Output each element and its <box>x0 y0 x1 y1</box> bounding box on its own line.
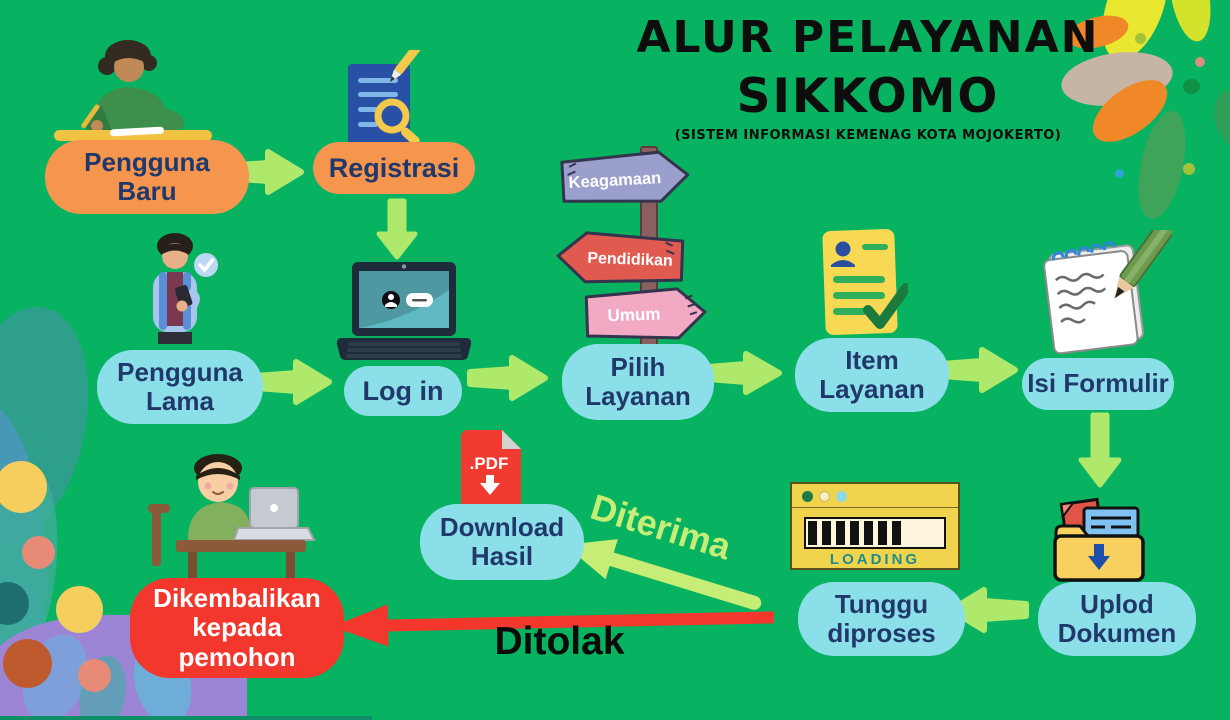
laptop-illustration <box>336 262 472 360</box>
node-uplod-dokumen-label: Uplod Dokumen <box>1057 588 1177 648</box>
registration-document-icon <box>348 50 422 146</box>
pdf-label: .PDF <box>470 454 509 473</box>
node-log-in-label: Log in <box>362 375 444 406</box>
node-pilih-layanan: Pilih Layanan <box>562 344 714 420</box>
bottom-left-decoration <box>0 290 260 720</box>
window-titlebar <box>792 484 958 508</box>
circle-salmon-2 <box>78 659 111 692</box>
sign-keagamaan-label: Keagamaan <box>568 169 661 192</box>
arrow-isi-formulir-to-uplod <box>1078 412 1122 488</box>
sign-pendidikan: Pendidikan <box>553 228 687 294</box>
node-dikembalikan: Dikembalikan kepada pemohon <box>130 578 344 678</box>
circle-yellow-2 <box>56 586 103 633</box>
circle-yellow-1 <box>0 461 47 513</box>
node-pengguna-lama: Pengguna Lama <box>97 350 263 424</box>
node-dikembalikan-label: Dikembalikan kepada pemohon <box>153 583 321 672</box>
sign-keagamaan: Keagamaan <box>556 147 693 217</box>
title-line2: SIKKOMO <box>736 69 1000 124</box>
loading-window-illustration: LOADING <box>790 482 960 570</box>
sign-umum-label: Umum <box>607 304 661 325</box>
title-line1: ALUR PELAYANAN <box>636 12 1100 63</box>
node-pengguna-baru-label: Pengguna Baru <box>84 146 210 206</box>
arrow-item-layanan-to-isi-formulir <box>939 347 1018 393</box>
petal-yellow-green <box>1163 0 1217 45</box>
service-item-document-icon <box>822 229 908 335</box>
node-download-hasil-label: Download Hasil <box>439 511 565 571</box>
dot-olive <box>1135 33 1146 44</box>
arrow-registrasi-to-login <box>376 198 418 260</box>
title-block: ALUR PELAYANAN SIKKOMO (SISTEM INFORMASI… <box>608 12 1128 143</box>
progress-bar <box>804 517 946 549</box>
arrow-login-to-pilih-layanan <box>467 355 548 401</box>
window-dot-pale <box>819 491 830 502</box>
laptop-icon <box>232 487 316 541</box>
node-pilih-layanan-label: Pilih Layanan <box>585 351 691 411</box>
node-download-hasil: Download Hasil <box>420 504 584 580</box>
title-subtitle: (SISTEM INFORMASI KEMENAG KOTA MOJOKERTO… <box>674 128 1062 143</box>
dot-pink <box>1195 57 1205 67</box>
dot-olive-2 <box>1183 163 1195 175</box>
node-isi-formulir-label: Isi Formulir <box>1027 368 1169 399</box>
node-isi-formulir: Isi Formulir <box>1022 358 1174 410</box>
download-arrow-icon <box>480 483 500 495</box>
magnifier-icon <box>374 98 410 134</box>
phone-person-illustration <box>153 233 218 344</box>
node-tunggu-diproses-label: Tunggu diproses <box>827 588 936 648</box>
pencil-icon <box>389 50 422 83</box>
window-dot-green <box>802 491 813 502</box>
sign-umum: Umum <box>581 284 709 349</box>
checkmark-icon <box>863 283 908 329</box>
green-pencil-icon <box>1114 230 1172 299</box>
corner-flower-decoration <box>1057 0 1230 225</box>
pdf-file-icon: .PDF <box>461 430 521 508</box>
node-item-layanan-label: Item Layanan <box>819 344 925 404</box>
download-arrow-icon <box>1088 556 1110 570</box>
sign-pendidikan-label: Pendidikan <box>587 250 673 270</box>
loading-label: LOADING <box>829 551 921 568</box>
node-registrasi-label: Registrasi <box>328 152 460 183</box>
window-dot-cyan <box>836 491 847 502</box>
desk-person-illustration <box>148 454 316 590</box>
node-tunggu-diproses: Tunggu diproses <box>798 582 965 656</box>
arrow-ditolak <box>332 604 775 647</box>
circle-rust <box>3 639 52 688</box>
dot-dark-green <box>1183 79 1200 94</box>
circle-salmon-1 <box>22 536 55 569</box>
node-pengguna-lama-label: Pengguna Lama <box>117 356 243 416</box>
node-registrasi: Registrasi <box>313 142 475 194</box>
writing-person-illustration <box>54 40 212 141</box>
bottom-teal-strip <box>0 716 372 720</box>
arrow-uplod-to-tunggu <box>948 587 1029 633</box>
progress-fill <box>808 521 905 545</box>
edge-label-ditolak: Ditolak <box>494 620 625 663</box>
notepad-pencil-illustration <box>1043 230 1172 354</box>
petal-green-right <box>1205 84 1230 156</box>
check-badge-icon <box>194 253 218 277</box>
dot-blue <box>1115 169 1124 178</box>
arrow-pilih-layanan-to-item-layanan <box>705 351 782 395</box>
node-item-layanan: Item Layanan <box>795 338 949 412</box>
upload-folder-icon <box>1053 497 1145 582</box>
node-pengguna-baru: Pengguna Baru <box>45 140 249 214</box>
arrow-pengguna-lama-to-login <box>253 359 332 405</box>
node-log-in: Log in <box>344 366 462 416</box>
node-uplod-dokumen: Uplod Dokumen <box>1038 582 1196 656</box>
